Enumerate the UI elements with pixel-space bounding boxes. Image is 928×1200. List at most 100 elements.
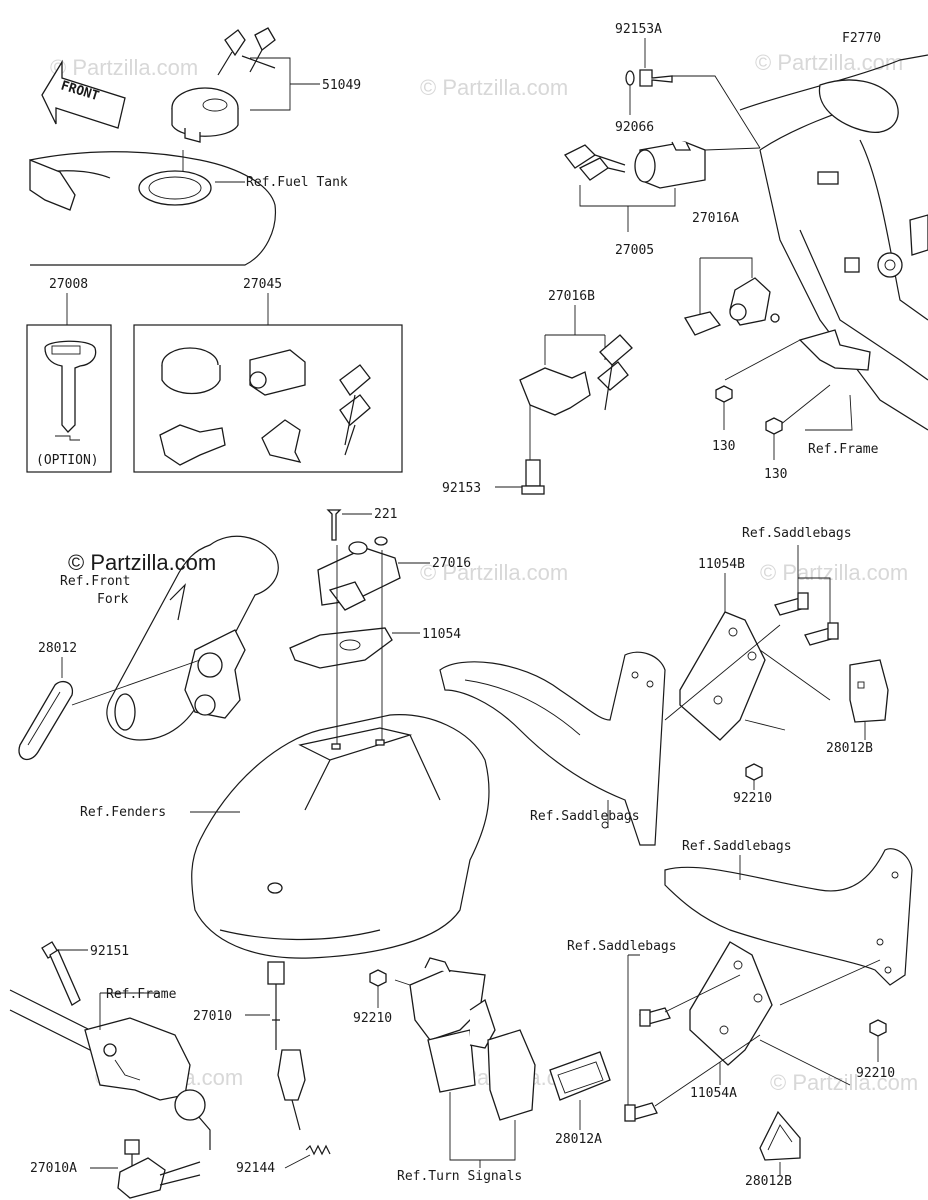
leader-mounting-lines: [664, 624, 831, 731]
ref-saddlebags-mid: Ref.Saddlebags: [530, 809, 640, 824]
switch-27010A-icon: [117, 1139, 201, 1199]
rear-fender-illustration: [191, 714, 490, 959]
ref-frame-top: Ref.Frame: [808, 442, 879, 457]
screw-icon: [639, 69, 673, 87]
leader-130b: [779, 384, 831, 426]
bolt-icon: [624, 1007, 671, 1122]
turn-signal-bracket-icon: [409, 957, 496, 1093]
part-label-51049: 51049: [322, 78, 361, 93]
part-label-11054B: 11054B: [698, 557, 745, 572]
part-label-27005: 27005: [615, 243, 654, 258]
part-label-130-a: 130: [712, 439, 735, 454]
leader-ref-turn-signals: [394, 979, 516, 1168]
leader-27016B: [544, 305, 606, 365]
leader-mounting-lines-lower: [654, 959, 881, 1107]
part-label-92144: 92144: [236, 1161, 275, 1176]
lock-set-parts-icon: [159, 347, 371, 466]
part-label-27016B: 27016B: [548, 289, 595, 304]
helmet-lock-icon: [519, 334, 633, 416]
part-label-11054: 11054: [422, 627, 461, 642]
leader-ref-saddlebags-top: [797, 545, 831, 625]
figure-code: F2770: [842, 31, 881, 46]
watermark: © Partzilla.com: [50, 55, 198, 80]
part-label-27008: 27008: [49, 277, 88, 292]
reflector-28012B-icon: [849, 659, 889, 723]
ref-saddlebags-left: Ref.Saddlebags: [567, 939, 677, 954]
ref-fuel-tank: Ref.Fuel Tank: [246, 175, 348, 190]
watermark: © Partzilla.com: [420, 560, 568, 585]
front-arrow-icon: FRONT: [41, 59, 126, 129]
part-label-221: 221: [374, 507, 397, 522]
bracket-11054A-icon: [689, 941, 773, 1066]
watermark: © Partzilla.com: [760, 560, 908, 585]
part-label-28012B-bottom: 28012B: [745, 1174, 792, 1189]
part-label-92210-top: 92210: [733, 791, 772, 806]
part-label-28012: 28012: [38, 641, 77, 656]
saddlebag-stay-lower-illustration: [664, 848, 913, 986]
ref-front-fork-1: Ref.Front: [60, 574, 130, 589]
leader-51049: [250, 57, 320, 111]
screw-221-icon: [326, 509, 342, 541]
part-label-27045: 27045: [243, 277, 282, 292]
part-label-92151: 92151: [90, 944, 129, 959]
part-label-28012B-top: 28012B: [826, 741, 873, 756]
part-label-27010: 27010: [193, 1009, 232, 1024]
nut-icon: [745, 763, 763, 781]
ref-fenders: Ref.Fenders: [80, 805, 166, 820]
leader-ref-frame-bottom: [99, 992, 160, 1030]
ref-turn-signals: Ref.Turn Signals: [397, 1169, 522, 1184]
bolt-icon: [774, 592, 839, 646]
front-fork-illustration: [106, 535, 279, 741]
leader-130a: [724, 339, 801, 381]
spare-key-icon: [44, 340, 97, 441]
fuel-cap-icon: [171, 87, 239, 143]
fuel-tank-illustration: [29, 151, 277, 266]
seat-lock-27016-icon: [317, 536, 401, 611]
ref-saddlebags-right: Ref.Saddlebags: [682, 839, 792, 854]
part-label-92210-mid: 92210: [353, 1011, 392, 1026]
keys-icon: [217, 27, 276, 76]
part-label-92066: 92066: [615, 120, 654, 135]
ignition-cylinder-icon: [634, 141, 761, 189]
leader-27005: [579, 185, 676, 232]
frame-lower-illustration: [9, 989, 211, 1150]
ref-frame-bottom: Ref.Frame: [106, 987, 177, 1002]
bracket-11054-icon: [289, 627, 393, 669]
part-label-92153: 92153: [442, 481, 481, 496]
ignition-keys-icon: [564, 144, 626, 181]
leader-ref-saddlebags-left: [627, 954, 640, 1110]
nut-icon: [869, 1019, 887, 1037]
part-label-28012A: 28012A: [555, 1132, 602, 1147]
bracket-11054B-icon: [679, 611, 766, 741]
part-label-11054A: 11054A: [690, 1086, 737, 1101]
bolt-92151-icon: [41, 941, 81, 1006]
spring-92144-icon: [305, 1144, 331, 1156]
ref-front-fork-2: Fork: [97, 592, 128, 607]
reflector-28012B-lower-icon: [759, 1110, 801, 1161]
leader-reflector-mount: [71, 659, 201, 706]
frame-illustration: [739, 54, 928, 431]
leader-fuel-tank: [182, 150, 245, 183]
nut-icon: [765, 417, 783, 435]
option-label: (OPTION): [36, 453, 99, 468]
saddlebag-stay-illustration: [439, 651, 666, 846]
part-label-27016: 27016: [432, 556, 471, 571]
leader-130: [723, 402, 775, 460]
nut-icon: [715, 385, 733, 403]
nut-icon: [369, 969, 387, 987]
leader-ref-frame: [805, 394, 853, 431]
part-label-92210-right: 92210: [856, 1066, 895, 1081]
leader-27016A: [699, 257, 753, 318]
part-label-27016A: 27016A: [692, 211, 739, 226]
watermark-layer: © Partzilla.com © Partzilla.com © Partzi…: [50, 50, 918, 1095]
watermark: © Partzilla.com: [755, 50, 903, 75]
washer-icon: [625, 70, 635, 86]
part-label-130-b: 130: [764, 467, 787, 482]
leader-92144: [284, 1154, 311, 1169]
reflector-28012-icon: [18, 681, 74, 761]
watermark: © Partzilla.com: [420, 75, 568, 100]
key-option-box: [26, 324, 112, 473]
seat-lock-icon: [683, 277, 780, 336]
